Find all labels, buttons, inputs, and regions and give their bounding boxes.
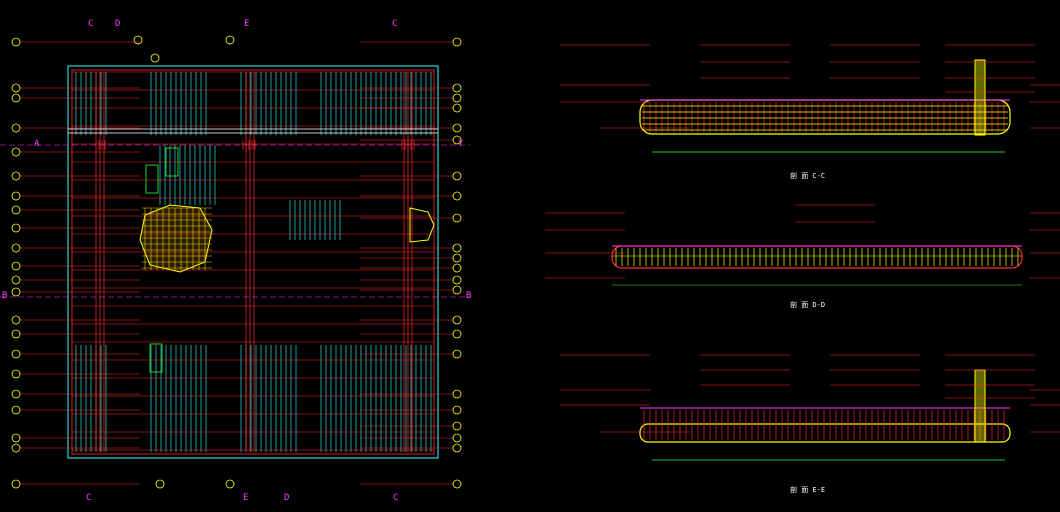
plan-bubble-top	[150, 53, 160, 63]
plan-bubble-left	[11, 389, 21, 399]
rebar-plan-view	[0, 35, 470, 489]
plan-bubble-top	[225, 35, 235, 45]
plan-bubble-left	[11, 205, 21, 215]
section-d-d-drawing	[545, 204, 1060, 286]
plan-bubble-right	[452, 421, 462, 431]
plan-bubble-right	[452, 275, 462, 285]
plan-bubble-left	[11, 243, 21, 253]
axis-c-bottom-left: C	[86, 493, 92, 503]
plan-bubble-left	[11, 315, 21, 325]
section-c-c-drawing	[560, 44, 1060, 153]
plan-bubble-right	[452, 191, 462, 201]
plan-bubble-right	[452, 433, 462, 443]
plan-bubble-right	[452, 389, 462, 399]
plan-bubble-left	[11, 349, 21, 359]
axis-d-bottom: D	[284, 493, 290, 503]
plan-bubble-top	[133, 35, 143, 45]
plan-bubble-left	[11, 329, 21, 339]
plan-bubble-left	[11, 369, 21, 379]
plan-bubble-left	[11, 261, 21, 271]
plan-bubble-left	[11, 93, 21, 103]
plan-bubble-left	[11, 405, 21, 415]
axis-c-top-right: C	[392, 19, 398, 29]
section-title-e-e: 剖 面 E-E	[790, 486, 826, 494]
plan-bubble-right	[452, 135, 462, 145]
axis-a-left: A	[34, 139, 40, 149]
plan-bubble-left	[11, 37, 21, 47]
axis-d-top: D	[115, 19, 121, 29]
plan-bubble-left	[11, 191, 21, 201]
section-e-e-drawing	[560, 354, 1060, 461]
plan-bubble-top	[155, 479, 165, 489]
plan-bubble-top	[225, 479, 235, 489]
plan-bubble-right	[452, 83, 462, 93]
plan-bubble-right	[452, 349, 462, 359]
axis-y-right: Y	[458, 139, 464, 149]
plan-bubble-right	[452, 37, 462, 47]
plan-bubble-right	[452, 93, 462, 103]
plan-bubble-right	[452, 315, 462, 325]
plan-bubble-right	[452, 285, 462, 295]
plan-bubble-right	[452, 213, 462, 223]
section-title-d-d: 剖 面 D-D	[790, 301, 826, 309]
plan-bubble-left	[11, 83, 21, 93]
axis-e-bottom: E	[243, 493, 249, 503]
plan-bubble-left	[11, 123, 21, 133]
plan-bubble-left	[11, 223, 21, 233]
plan-bubble-right	[452, 243, 462, 253]
plan-bubble-left	[11, 287, 21, 297]
section-title-c-c: 剖 面 C-C	[790, 172, 826, 180]
axis-c-bottom-right: C	[393, 493, 399, 503]
plan-bubble-right	[452, 103, 462, 113]
plan-bubble-left	[11, 433, 21, 443]
axis-b-right: B	[466, 291, 472, 301]
plan-bubble-right	[452, 123, 462, 133]
plan-bubble-right	[452, 263, 462, 273]
plan-bubble-left	[11, 275, 21, 285]
plan-bubble-left	[11, 479, 21, 489]
plan-bubble-left	[11, 147, 21, 157]
plan-bubble-right	[452, 405, 462, 415]
plan-bubble-right	[452, 329, 462, 339]
plan-bubble-right	[452, 253, 462, 263]
axis-e-top: E	[244, 19, 250, 29]
axis-c-top-left: C	[88, 19, 94, 29]
plan-bubble-right	[452, 443, 462, 453]
axis-b-left: B	[2, 291, 8, 301]
plan-bubble-right	[452, 479, 462, 489]
plan-bubble-left	[11, 171, 21, 181]
plan-bubble-left	[11, 443, 21, 453]
plan-bubble-right	[452, 171, 462, 181]
